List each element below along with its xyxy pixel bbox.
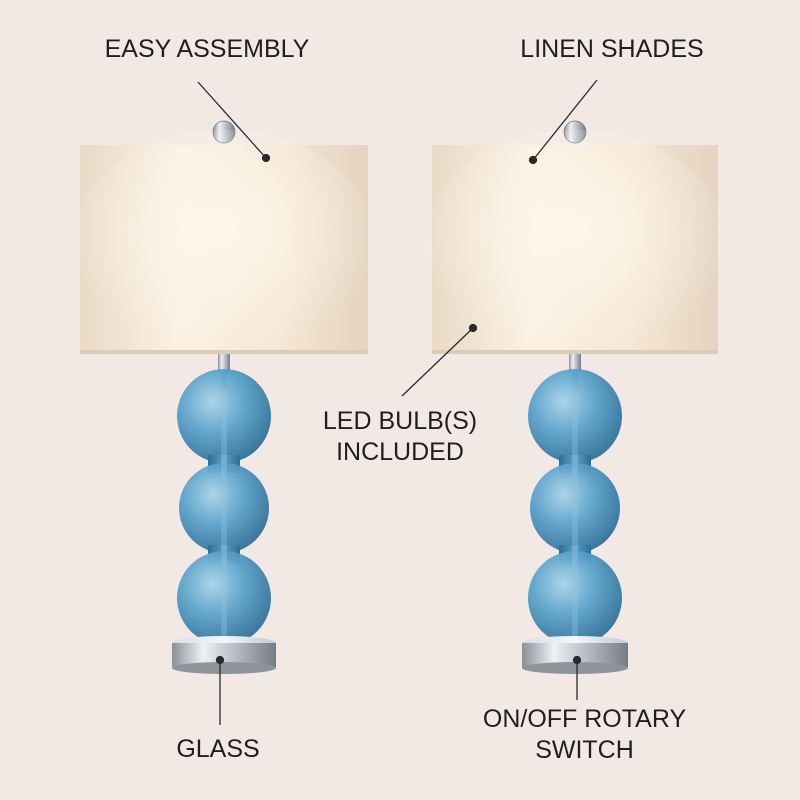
leader-easy-assembly <box>197 81 267 159</box>
glass-globe-left-bottom <box>177 551 271 645</box>
glass-globe-left-top <box>177 369 271 463</box>
glass-globe-right-bottom <box>528 551 622 645</box>
callout-led-line2: INCLUDED <box>336 438 464 466</box>
callout-glass: GLASS <box>176 735 260 763</box>
harp-neck-right <box>569 354 581 372</box>
leader-linen-shades <box>532 79 598 161</box>
callout-led-line1: LED BULB(S) <box>322 407 478 435</box>
glass-globe-right-middle <box>530 463 620 553</box>
left-lamp <box>74 120 374 674</box>
leader-led-bulb <box>401 327 474 397</box>
callout-switch-line1: ON/OFF ROTARY <box>482 705 687 733</box>
callout-lines <box>197 79 598 725</box>
callout-easy-assembly: EASY ASSEMBLY <box>104 35 310 63</box>
glass-globe-left-middle <box>179 463 269 553</box>
harp-neck-left <box>218 354 230 372</box>
glass-globe-right-top <box>528 369 622 463</box>
callout-switch-line2: SWITCH <box>535 736 634 764</box>
callout-led-bulbs: LED BULB(S) INCLUDED <box>305 406 495 468</box>
callout-rotary-switch: ON/OFF ROTARY SWITCH <box>462 704 707 766</box>
shade-glow-left <box>74 130 374 350</box>
right-lamp <box>425 120 725 674</box>
callout-linen-shades: LINEN SHADES <box>520 35 704 63</box>
shade-glow-right <box>425 130 725 350</box>
